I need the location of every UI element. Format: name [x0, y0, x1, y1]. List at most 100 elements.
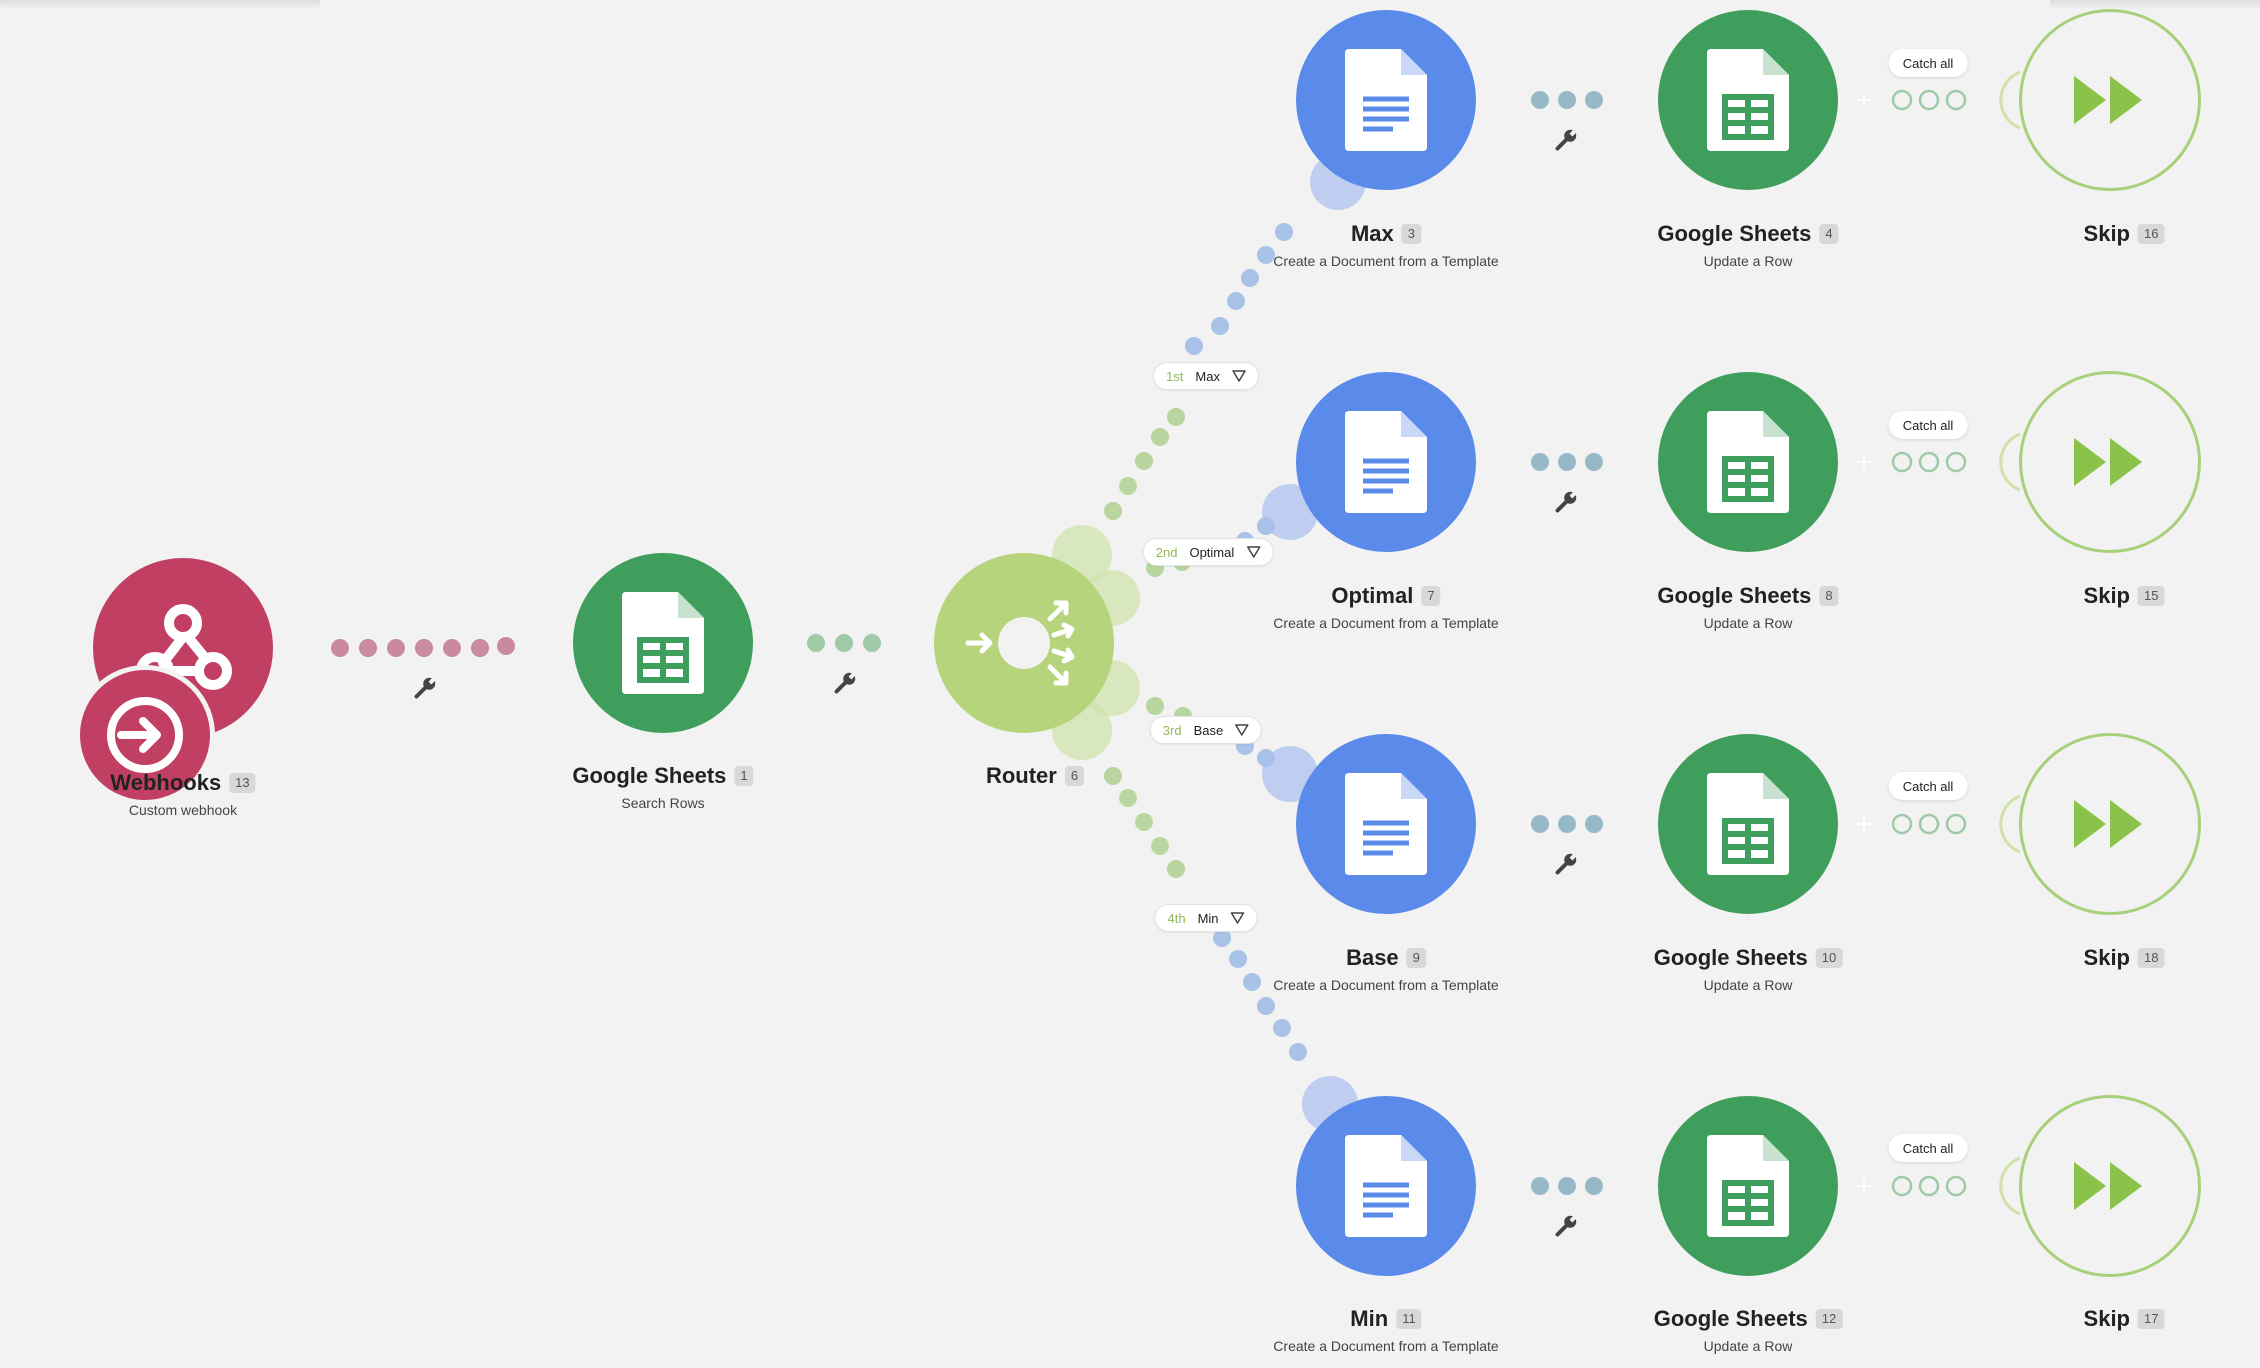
module-subtitle: Create a Document from a Template [1273, 1338, 1499, 1354]
module-number-badge: 18 [2138, 948, 2165, 968]
connection-dot [835, 634, 853, 652]
module-number-badge: 17 [2138, 1309, 2165, 1329]
catch-all-handler-2[interactable]: Catch all [1888, 411, 1968, 439]
webhooks-trigger-badge[interactable] [75, 665, 215, 805]
filter-max[interactable]: 1st Max [1153, 362, 1259, 390]
wrench-icon[interactable] [1552, 488, 1580, 516]
module-subtitle: Custom webhook [128, 802, 238, 818]
filter-min[interactable]: 4th Min [1154, 904, 1258, 932]
module-number-badge: 7 [1421, 586, 1441, 606]
connection-dot [1585, 815, 1603, 833]
connection-dot [1275, 223, 1293, 241]
connection-dot [1558, 815, 1576, 833]
filter-icon [1230, 912, 1245, 924]
sheets-update-module-10[interactable] [1658, 734, 1838, 914]
docs-module-base[interactable] [1296, 734, 1476, 914]
wrench-handle [1555, 1224, 1568, 1237]
spreadsheet-icon [622, 592, 704, 694]
add-icon[interactable]: + [1855, 450, 1873, 475]
wrench-icon[interactable] [1552, 1212, 1580, 1240]
fast-forward-icon [2074, 76, 2142, 124]
add-icon[interactable]: + [1855, 1174, 1873, 1199]
connection-dot [863, 634, 881, 652]
connection-ring [1891, 89, 1913, 111]
wrench-icon[interactable] [411, 674, 439, 702]
document-icon [1345, 773, 1427, 875]
connection-dot [443, 639, 461, 657]
catch-all-handler-3[interactable]: Catch all [1888, 772, 1968, 800]
catch-all-handler-4[interactable]: Catch all [1888, 1134, 1968, 1162]
wrench-handle [1555, 862, 1568, 875]
wrench-handle [414, 686, 427, 699]
wrench-notch [1569, 1214, 1578, 1223]
wrench-icon[interactable] [831, 669, 859, 697]
sheets-search-module[interactable] [573, 553, 753, 733]
docs-module-min[interactable] [1296, 1096, 1476, 1276]
module-title: Webhooks [110, 770, 222, 795]
connection-ring [1945, 89, 1967, 111]
port-arc [1620, 424, 1658, 500]
port-arc [1478, 1148, 1516, 1224]
fast-forward-icon [2074, 800, 2142, 848]
catch-all-handler-1[interactable]: Catch all [1888, 49, 1968, 77]
add-icon[interactable]: + [1855, 88, 1873, 113]
connection-dot [1213, 929, 1231, 947]
connection-dot [1119, 789, 1137, 807]
document-icon [1345, 49, 1427, 151]
filter-name: Max [1195, 368, 1220, 384]
module-number-badge: 15 [2138, 586, 2165, 606]
port-arc [754, 605, 792, 681]
connection-ring [1891, 813, 1913, 835]
connection-dot [1167, 860, 1185, 878]
connection-dot [1531, 91, 1549, 109]
wrench-handle [1555, 138, 1568, 151]
connection-ring [1918, 451, 1940, 473]
filter-optimal[interactable]: 2nd Optimal [1142, 538, 1274, 566]
filter-base[interactable]: 3rd Base [1149, 716, 1263, 744]
skip-module-18[interactable] [2019, 733, 2201, 915]
docs-module-optimal[interactable] [1296, 372, 1476, 552]
spreadsheet-icon [1707, 773, 1789, 875]
trigger-arrow-icon [107, 697, 183, 773]
connection-dot [1243, 973, 1261, 991]
sheets-update-module-4[interactable] [1658, 10, 1838, 190]
router-module[interactable] [934, 553, 1114, 733]
module-number-badge: 3 [1401, 224, 1422, 244]
filter-order: 2nd [1155, 544, 1178, 560]
wrench-handle [834, 681, 847, 694]
module-number-badge: 11 [1396, 1309, 1422, 1329]
module-title: Google Sheets [572, 763, 727, 788]
fast-forward-icon [2074, 1162, 2142, 1210]
wrench-icon[interactable] [1552, 850, 1580, 878]
skip-module-16[interactable] [2019, 9, 2201, 191]
add-icon[interactable]: + [1855, 812, 1873, 837]
docs-module-max[interactable] [1296, 10, 1476, 190]
connection-dot [1227, 292, 1245, 310]
connection-dot [1146, 697, 1164, 715]
sheets-update-module-8[interactable] [1658, 372, 1838, 552]
skip-module-15[interactable] [2019, 371, 2201, 553]
connection-dot [1531, 815, 1549, 833]
wrench-icon[interactable] [1552, 126, 1580, 154]
connection-dot [1558, 453, 1576, 471]
connection-dot [1104, 767, 1122, 785]
connection-ring [1918, 89, 1940, 111]
connection-dot [1257, 997, 1275, 1015]
port-arc [1478, 424, 1516, 500]
connection-dot [471, 639, 489, 657]
sheets-update-module-12[interactable] [1658, 1096, 1838, 1276]
fast-forward-icon [2074, 438, 2142, 486]
connection-ring [1918, 813, 1940, 835]
module-subtitle: Update a Row [1703, 1338, 1793, 1354]
connection-dot [1558, 1177, 1576, 1195]
skip-module-17[interactable] [2019, 1095, 2201, 1277]
